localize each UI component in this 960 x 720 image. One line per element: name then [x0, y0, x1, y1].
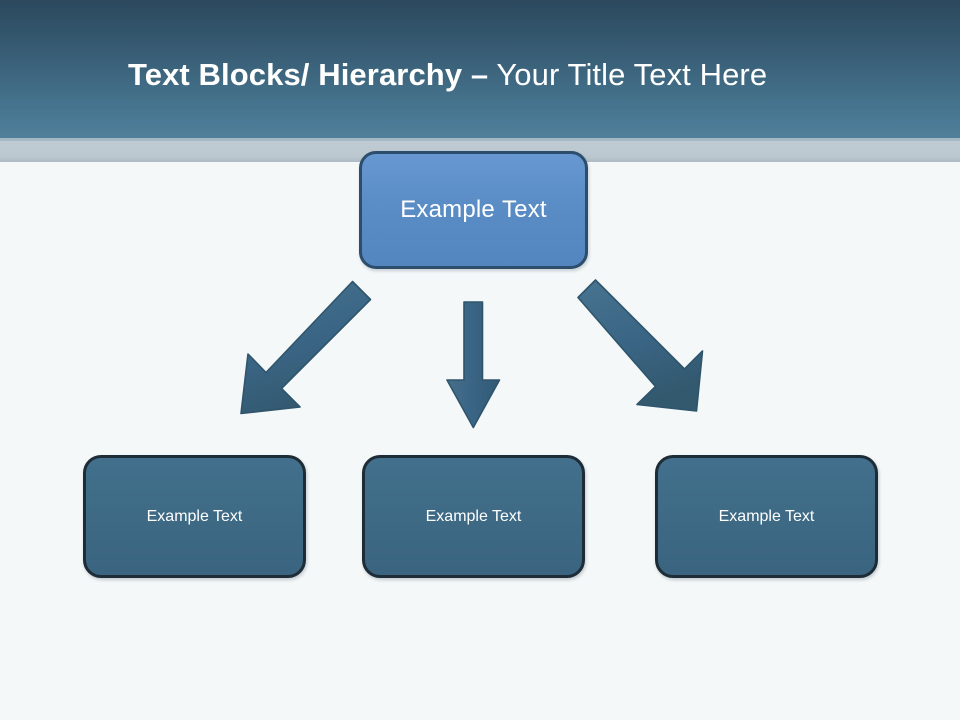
hierarchy-child-node-2-label: Example Text — [425, 507, 522, 525]
hierarchy-child-node-2[interactable]: Example Text — [362, 455, 585, 578]
arrow-down-right — [577, 279, 704, 412]
arrow-down — [446, 301, 501, 429]
hierarchy-child-node-3-label: Example Text — [718, 507, 815, 525]
page-title: Text Blocks/ Hierarchy – Your Title Text… — [128, 54, 918, 96]
hierarchy-child-node-3[interactable]: Example Text — [655, 455, 878, 578]
page-title-normal: Your Title Text Here — [488, 57, 768, 92]
root-label-word-1: Example — [400, 196, 495, 223]
hierarchy-child-node-1-label: Example Text — [146, 507, 243, 525]
root-label-word-2: Text — [501, 196, 547, 223]
header-divider — [0, 138, 960, 141]
header-banner — [0, 0, 960, 138]
arrow-down-left — [240, 280, 372, 415]
page-title-strong: Text Blocks/ Hierarchy – — [128, 57, 489, 92]
hierarchy-child-node-1[interactable]: Example Text — [83, 455, 306, 578]
